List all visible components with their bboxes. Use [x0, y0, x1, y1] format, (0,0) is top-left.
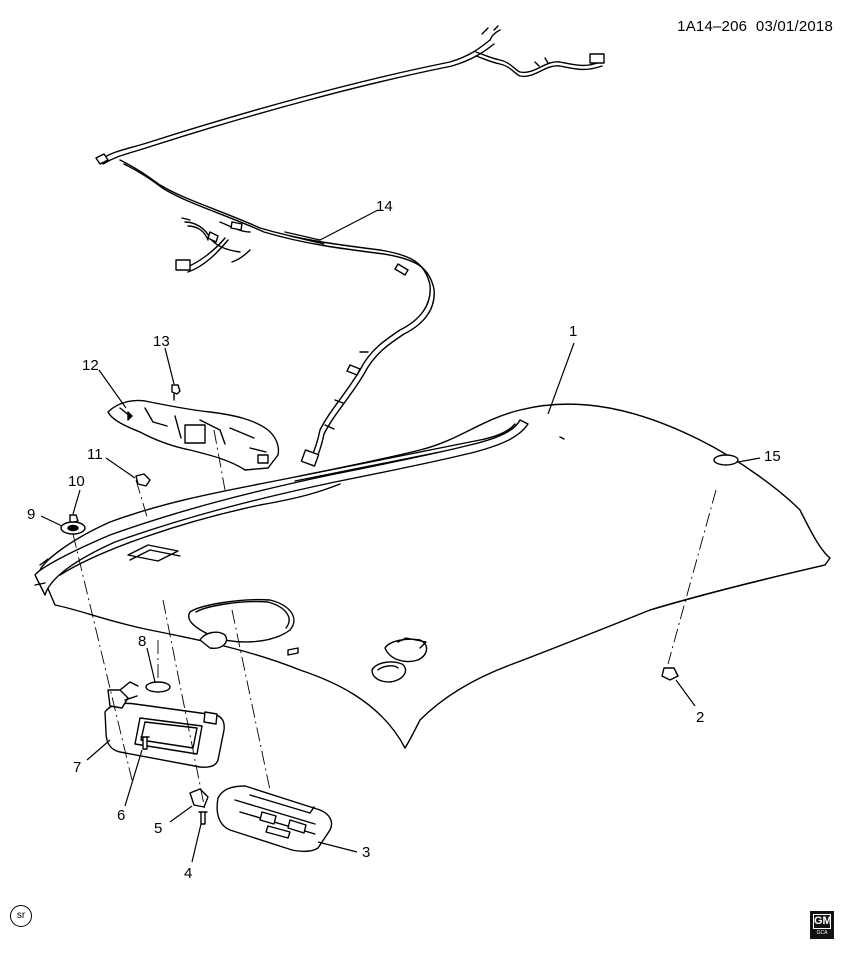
drawing-date: 03/01/2018 — [755, 18, 833, 35]
headliner-panel — [34, 403, 831, 749]
wiring-harness — [95, 25, 605, 467]
alignment-lines — [72, 429, 717, 811]
gm-logo: GM GCA — [810, 911, 834, 939]
sr-mark: sr — [10, 905, 32, 927]
callout-1: 1 — [569, 323, 577, 340]
callout-2: 2 — [696, 709, 704, 726]
roof-console-bracket — [107, 399, 280, 471]
gm-logo-text: GM — [813, 914, 832, 929]
drawing-number: 1A14–206 — [677, 18, 748, 35]
callout-14: 14 — [376, 198, 393, 215]
callout-5: 5 — [154, 820, 162, 837]
callout-6: 6 — [117, 807, 125, 824]
callout-12: 12 — [82, 357, 99, 374]
callout-4: 4 — [184, 865, 192, 882]
callout-10: 10 — [68, 473, 85, 490]
overhead-console — [216, 785, 333, 853]
callout-15: 15 — [764, 448, 781, 465]
callout-3: 3 — [362, 844, 370, 861]
drawing-id: 1A14–206 03/01/2018 — [677, 18, 833, 35]
callout-7: 7 — [73, 759, 81, 776]
gca-logo-text: GCA — [816, 930, 828, 936]
callout-13: 13 — [153, 333, 170, 350]
leader-lines — [40, 209, 761, 863]
callout-labels: 1 2 3 4 5 6 7 8 9 10 11 12 13 14 15 — [27, 198, 781, 882]
callout-11: 11 — [87, 446, 103, 463]
sun-visor — [104, 681, 225, 768]
callout-9: 9 — [27, 506, 35, 523]
callout-8: 8 — [138, 633, 146, 650]
